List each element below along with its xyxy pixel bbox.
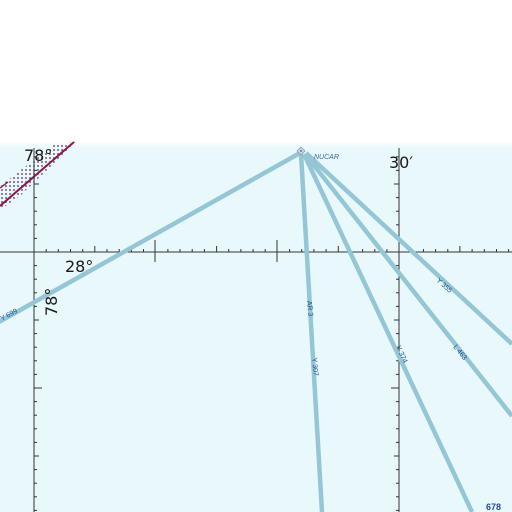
route-label-ar3: AR 3 [305,300,314,316]
airway-ar3-y307[interactable] [298,153,325,512]
longitude-label-vertical: 78° [42,288,61,316]
restricted-area-boundary [0,141,75,207]
airways [0,151,512,512]
graticule [0,148,512,512]
airway-y355[interactable] [304,151,512,346]
latitude-label-mid: 28° [65,257,93,276]
longitude-left-tick-marks [34,156,42,511]
airway-y699[interactable] [0,151,302,327]
airway-l463[interactable] [303,152,512,418]
fix-label-nucar: NUCAR [314,154,339,161]
restricted-area [0,141,76,210]
water-area [0,143,512,512]
longitude-label-right: 30′ [389,153,413,172]
route-label-partial: 678 [486,502,501,512]
water-edge-fade [0,139,512,149]
route-label-y307: Y 307 [310,357,319,376]
latitude-label-top: 78° [24,146,52,165]
restricted-area-stipple [0,142,76,210]
waypoint-fix-icon[interactable] [296,146,306,156]
restricted-area-inner-line [0,181,9,189]
airway-y374[interactable] [301,153,475,512]
